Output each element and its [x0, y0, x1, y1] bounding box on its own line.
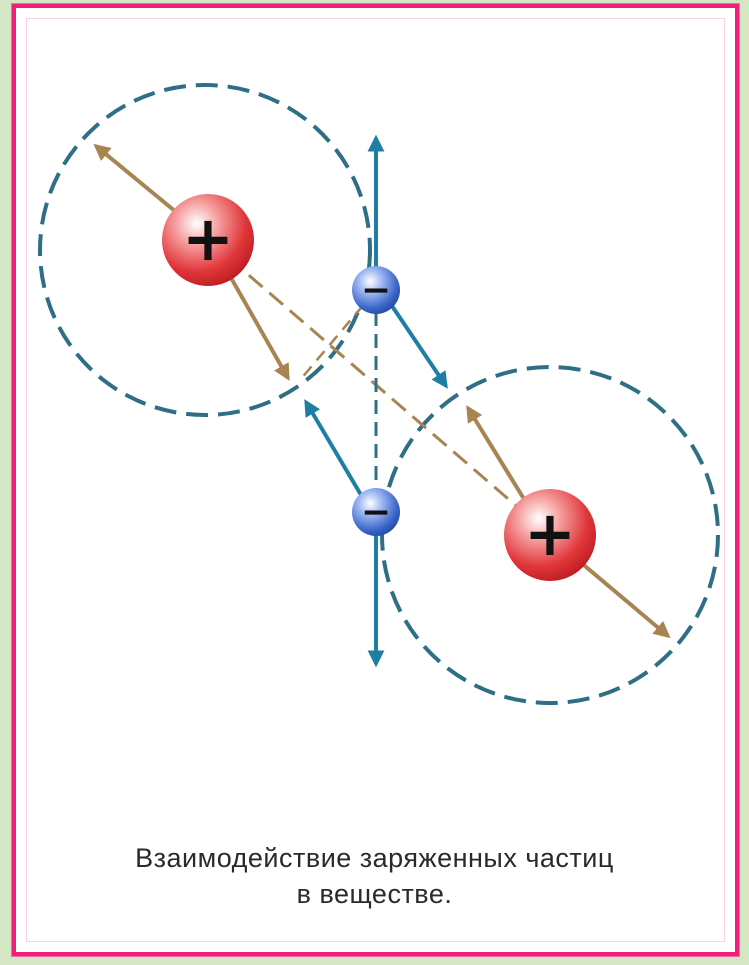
negative-particle-lower: − [352, 488, 400, 536]
negative-sign-upper: − [361, 270, 391, 311]
force-arrow-lower-nucleus-inward [468, 408, 532, 512]
positive-particle-lower: + [504, 489, 596, 581]
force-arrow-upper-electron-diagonal [388, 300, 446, 386]
positive-particle-upper: + [162, 194, 254, 286]
caption-line-1: Взаимодействие заряженных частиц [0, 840, 749, 876]
caption-line-2: в веществе. [0, 876, 749, 912]
positive-sign-lower: + [524, 497, 576, 570]
negative-particle-upper: − [352, 266, 400, 314]
figure-caption: Взаимодействие заряженных частиц в вещес… [0, 840, 749, 912]
negative-sign-lower: − [361, 492, 391, 533]
force-arrow-lower-electron-diagonal [306, 402, 364, 500]
positive-sign-upper: + [182, 202, 234, 275]
